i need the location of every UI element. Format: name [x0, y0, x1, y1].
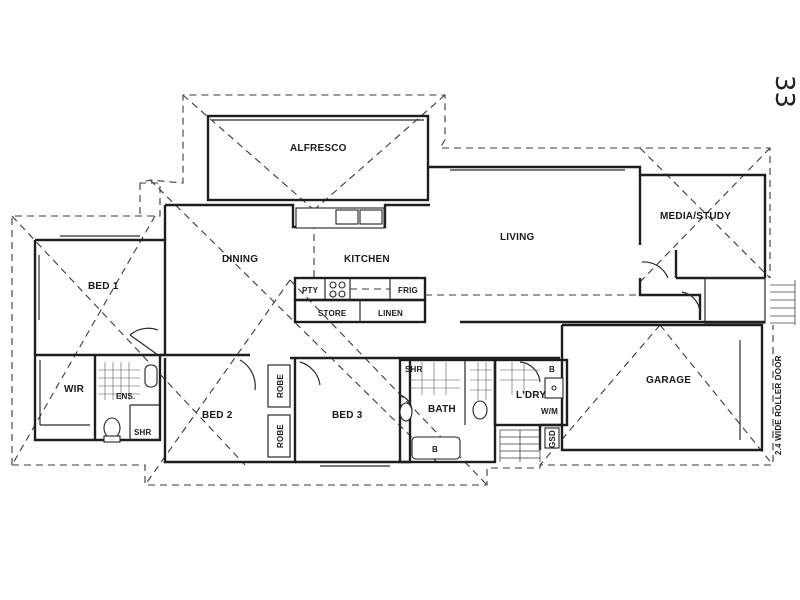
label-robe-1: ROBE — [276, 374, 285, 398]
label-kitchen: KITCHEN — [344, 254, 390, 265]
label-washing-machine: W/M — [541, 407, 558, 416]
label-pantry: PTY — [302, 286, 319, 295]
page-number: 33 — [769, 75, 799, 108]
label-bath: BATH — [428, 404, 456, 415]
label-linen: LINEN — [378, 309, 403, 318]
label-alfresco: ALFRESCO — [290, 143, 347, 154]
label-store: STORE — [318, 309, 347, 318]
label-dining: DINING — [222, 254, 258, 265]
label-garage: GARAGE — [646, 375, 691, 386]
label-ensuite: ENS. — [116, 392, 135, 401]
label-media-study: MEDIA/STUDY — [660, 211, 731, 222]
room-labels: ALFRESCO KITCHEN LIVING MEDIA/STUDY DINI… — [64, 143, 783, 455]
label-living: LIVING — [500, 232, 535, 243]
label-roller-door: 2.4 WIDE ROLLER DOOR — [774, 355, 783, 455]
label-bed-1: BED 1 — [88, 281, 119, 292]
label-ensuite-shower: SHR — [134, 428, 152, 437]
label-laundry-tub: B — [549, 365, 555, 374]
label-bath-tub: B — [432, 445, 438, 454]
roof-outline — [11, 94, 774, 486]
label-bath-shower: SHR — [405, 365, 423, 374]
fixtures — [98, 209, 564, 462]
roof-hip-lines — [11, 94, 774, 486]
door-swings — [129, 261, 701, 411]
label-robe-2: ROBE — [276, 424, 285, 448]
label-gsd: GSD — [548, 430, 557, 448]
label-wir: WIR — [64, 384, 85, 395]
label-bed-2: BED 2 — [202, 410, 233, 421]
label-bed-3: BED 3 — [332, 410, 363, 421]
label-fridge: FRIG — [398, 286, 418, 295]
label-laundry: L'DRY — [516, 390, 546, 401]
